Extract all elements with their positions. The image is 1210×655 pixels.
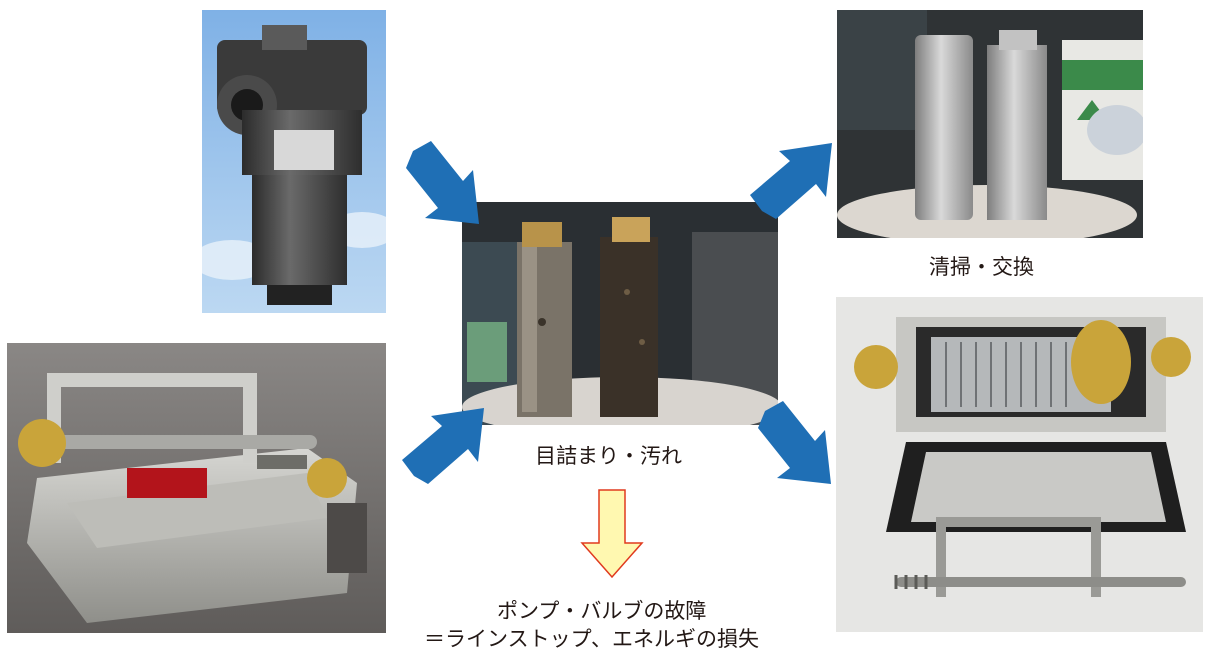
arrow-into-center-from-bottom-left xyxy=(402,408,484,484)
disassembled-filter-photo xyxy=(836,297,1203,632)
arrow-out-to-top-right xyxy=(750,143,832,219)
tank-filter-photo xyxy=(7,343,386,633)
disassembled-filter-image xyxy=(836,297,1203,632)
caption-cleaning: 清掃・交換 xyxy=(929,255,1034,279)
arrow-out-to-bottom-right xyxy=(758,401,831,484)
line-filter-photo xyxy=(202,10,386,313)
down-arrow xyxy=(580,489,644,579)
cleaned-filter-image xyxy=(837,10,1143,238)
tank-filter-image xyxy=(7,343,386,633)
caption-failure-line1: ポンプ・バルブの故障 xyxy=(497,599,707,623)
line-filter-image xyxy=(202,10,386,313)
caption-failure-line2: ＝ラインストップ、エネルギの損失 xyxy=(424,627,759,651)
clogged-filter-photo xyxy=(462,202,778,425)
clogged-filter-image xyxy=(462,202,778,425)
arrow-into-center-from-top-left xyxy=(406,141,479,224)
caption-clogged: 目詰まり・汚れ xyxy=(535,444,682,468)
cleaned-filter-photo xyxy=(837,10,1143,238)
